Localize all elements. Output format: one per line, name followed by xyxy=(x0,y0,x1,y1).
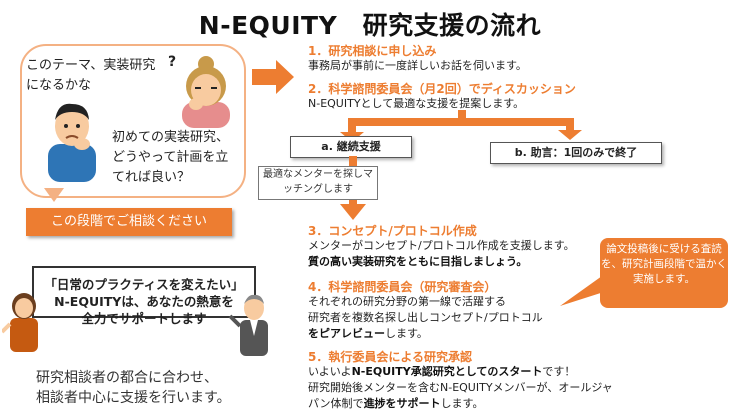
slogan-box: 「日常のプラクティスを変えたい」 N-EQUITYは、あなたの熱意を 全力でサポ… xyxy=(32,266,256,326)
callout-pointer xyxy=(560,276,610,306)
step5-body-2: 研究開始後メンターを含むN-EQUITYメンバーが、オールジャ xyxy=(308,381,613,394)
step5-body-1: いよいよN-EQUITY承認研究としてのスタートです！ xyxy=(308,364,575,380)
step2-title: 2．科学諮問委員会（月2回）でディスカッション xyxy=(308,82,576,96)
step5-body-3-post: します。 xyxy=(440,397,484,410)
slogan-line-3: 全力でサポートします xyxy=(81,311,207,326)
slogan-line-1: 「日常のプラクティスを変えたい」 xyxy=(44,277,244,292)
step5-title: 5．執行委員会による研究承認 xyxy=(308,350,472,364)
consult-here-banner: この段階でご相談ください xyxy=(26,208,232,236)
matching-note-box: 最適なメンターを探しマッチングします xyxy=(258,166,378,200)
step2-body: N-EQUITYとして最適な支援を提案します。 xyxy=(308,97,525,110)
step5-body-1-pre: いよいよ xyxy=(308,365,352,378)
presenter-woman-illustration xyxy=(2,293,38,352)
slogan-line-2: N-EQUITYは、あなたの熱意を xyxy=(54,294,234,309)
footer-text: 研究相談者の都合に合わせ、 相談者中心に支援を行います。 xyxy=(36,368,231,408)
step3-title: 3．コンセプト/プロトコル作成 xyxy=(308,224,477,238)
right-arrow-icon xyxy=(252,60,294,94)
bubble-tail xyxy=(44,188,64,202)
step4-body-2: 研究者を複数名探し出しコンセプト/プロトコル xyxy=(308,311,543,324)
step5-body-3-pre: パン体制で xyxy=(308,397,364,410)
step5-body-1-bold: N-EQUITY承認研究としてのスタート xyxy=(351,365,543,378)
step4-title: 4．科学諮問委員会（研究審査会） xyxy=(308,280,497,294)
step4-body-3-post: します。 xyxy=(385,327,428,340)
step3-body-1: メンターがコンセプト/プロトコル作成を支援します。 xyxy=(308,239,575,252)
peer-review-callout: 論文投稿後に受ける査読を、研究計画段階で温かく実施します。 xyxy=(600,238,728,308)
footer-line-1: 研究相談者の都合に合わせ、 xyxy=(36,370,218,386)
question-mark: ? xyxy=(168,54,177,70)
worried-man-illustration xyxy=(48,103,96,182)
presenter-man-illustration xyxy=(228,294,268,356)
step5-body-1-post: です！ xyxy=(542,365,576,378)
footer-line-2: 相談者中心に支援を行います。 xyxy=(36,390,231,406)
step5-body-3: パン体制で進捗をサポートします。 xyxy=(308,396,483,412)
step3-body-2: 質の高い実装研究をともに目指しましょう。 xyxy=(308,255,528,268)
branch-b-box: b. 助言：1回のみで終了 xyxy=(490,142,662,164)
step4-body-1: それぞれの研究分野の第一線で活躍する xyxy=(308,295,506,308)
question-text-1: このテーマ、実装研究になるかな xyxy=(26,58,156,93)
step4-body-3: をピアレビューします。 xyxy=(308,326,428,342)
branch-a-box: a. 継続支援 xyxy=(290,136,412,158)
step1-body: 事務局が事前に一度詳しいお話を伺います。 xyxy=(308,59,527,72)
question-text-2: 初めての実装研究、どうやって計画を立てれば良い？ xyxy=(112,130,230,185)
step1-title: 1．研究相談に申し込み xyxy=(308,44,437,58)
step4-body-3-bold: をピアレビュー xyxy=(308,327,385,340)
page-title: N-EQUITY 研究支援の流れ xyxy=(198,11,542,40)
step5-body-3-bold: 進捗をサポート xyxy=(363,397,441,410)
thinking-woman-illustration xyxy=(182,56,230,128)
